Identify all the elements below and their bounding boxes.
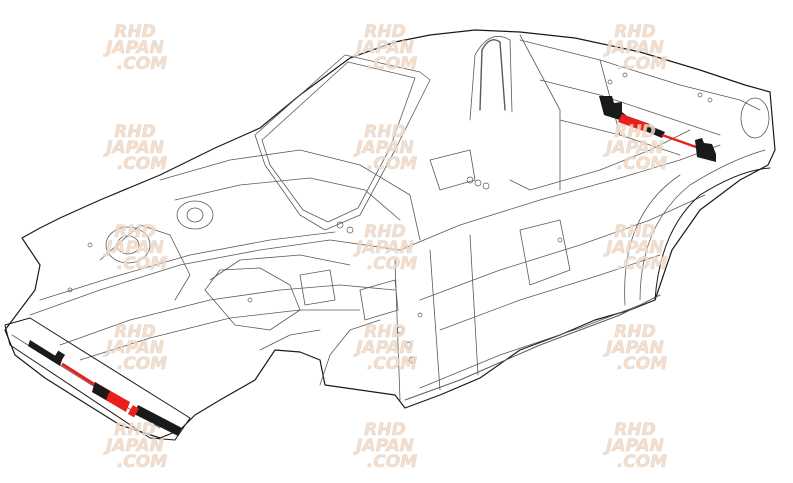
front-bar-rod: [61, 362, 101, 390]
rear-bar-sleeve: [618, 114, 650, 132]
front-bar-right-bracket: [134, 405, 182, 436]
rear-wheel-arch: [654, 167, 771, 301]
fuel-filler: [740, 97, 770, 139]
rear-bar-rod: [661, 133, 697, 149]
body-outline: [4, 29, 776, 439]
front-bumper-beam: [4, 317, 191, 441]
rear-bar-right-bracket: [695, 138, 716, 162]
front-bar-left-bracket: [28, 340, 62, 366]
left-strut-tower: [105, 226, 151, 264]
front-tension-bar: [28, 340, 182, 436]
side-sill: [404, 294, 661, 401]
rear-tension-bar: [599, 96, 716, 162]
right-strut-tower: [176, 200, 214, 230]
windshield-frame: [254, 54, 431, 231]
rear-deck: [519, 39, 761, 111]
detail-holes: [67, 72, 713, 364]
cabin-floor: [399, 144, 721, 251]
rear-bar-left-bracket: [599, 96, 627, 122]
roll-hoop: [479, 39, 506, 111]
front-frame-rails: [29, 239, 401, 316]
